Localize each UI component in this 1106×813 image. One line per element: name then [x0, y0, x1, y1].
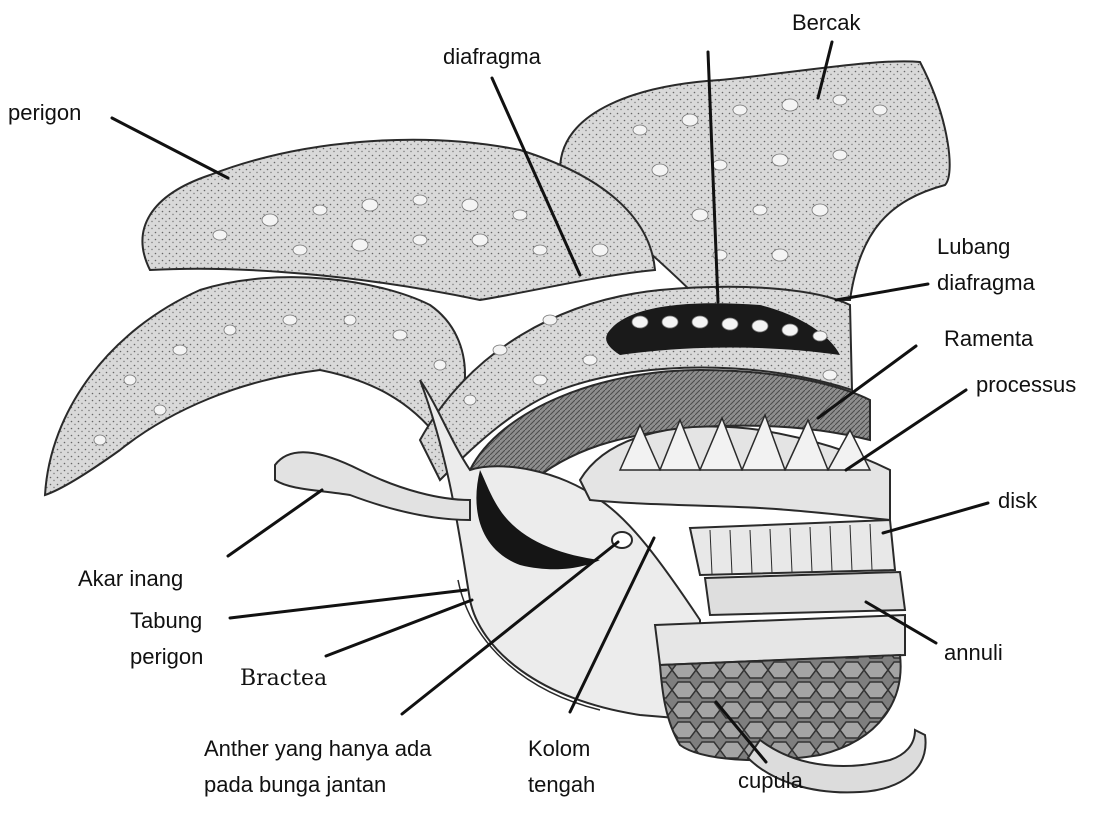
perigon-lobe-lower [45, 277, 465, 495]
label-tabung-perigon-line1: Tabung [130, 604, 202, 638]
label-perigon: perigon [8, 96, 81, 130]
label-akar-inang: Akar inang [78, 562, 183, 596]
leader-tabung [230, 590, 466, 618]
label-annuli: annuli [944, 636, 1003, 670]
label-cupula: cupula [738, 764, 803, 798]
label-anther-line2: pada bunga jantan [204, 768, 386, 802]
label-kolom-tengah-line2: tengah [528, 768, 595, 802]
label-lubang-diafragma-line1: Lubang [937, 230, 1010, 264]
leader-disk [883, 503, 988, 533]
leader-perigon [112, 118, 228, 178]
label-processus: processus [976, 368, 1076, 402]
label-disk: disk [998, 484, 1037, 518]
label-anther-line1: Anther yang hanya ada [204, 732, 432, 766]
label-diafragma: diafragma [443, 40, 541, 74]
label-ramenta: Ramenta [944, 322, 1033, 356]
leader-bractea [326, 600, 472, 656]
label-bercak: Bercak [792, 6, 860, 40]
label-lubang-diafragma-line2: diafragma [937, 266, 1035, 300]
leader-akar [228, 490, 322, 556]
label-bractea: Bractea [240, 662, 327, 696]
label-kolom-tengah-line1: Kolom [528, 732, 590, 766]
label-tabung-perigon-line2: perigon [130, 640, 203, 674]
